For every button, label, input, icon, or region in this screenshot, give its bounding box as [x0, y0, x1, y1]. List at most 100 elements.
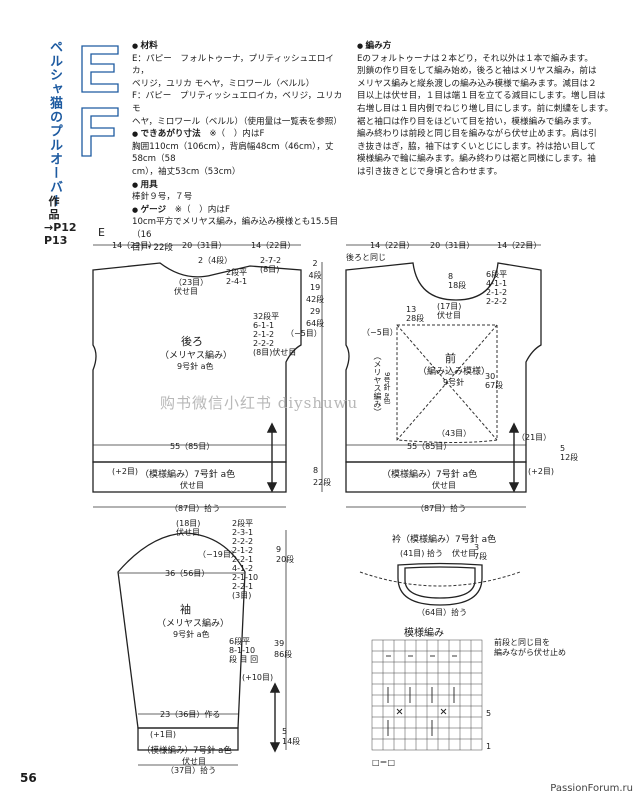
back-hem-bind: 伏せ目: [180, 481, 204, 490]
page-number: 56: [20, 771, 37, 785]
front-piece-outline: [345, 262, 542, 463]
back-title: 後ろ: [181, 335, 203, 348]
materials-line: F：パピー プリティッシュエロイカ，ベリジ，ユリカ モ: [132, 91, 343, 114]
front-inner-rows: 30 67段: [485, 372, 504, 390]
materials-line: E：パピー フォルトゥーナ，プリティッシュエロイカ，: [132, 53, 334, 77]
collar-pickup-bottom: （64目）拾う: [417, 608, 468, 617]
gauge-line: 10cm平方でメリヤス編み，編み込み模様とも15.5目（16: [132, 217, 339, 240]
sleeve-increase: (+1目): [150, 730, 177, 739]
back-right-dims: 2 4段 19 42段 29 64段: [306, 259, 325, 328]
howto-line: メリヤス編みと縦糸渡しの編み込み模様で編みます。減目は２: [357, 78, 597, 89]
front-neck-decrease: 6段平 4-1-1 2-1-2 2-2-2: [486, 270, 508, 306]
front-top-dim-mid: 20（31目）: [430, 241, 475, 250]
front-top-dim-right: 14（22目）: [497, 241, 542, 250]
back-hem: [92, 461, 287, 493]
sleeve-bottom-width: 23（36目）作る: [160, 710, 221, 719]
pattern-row-number-1: 1: [486, 742, 492, 751]
sleeve-hem-bind: 伏せ目: [182, 757, 206, 766]
sleeve-outline: [117, 532, 246, 729]
diagram-section-label: E: [98, 226, 105, 239]
collar-title: 衿（模様編み）7号針 a色: [392, 535, 497, 545]
sleeve-hem: [137, 727, 239, 751]
back-cast-on: （87目）拾う: [170, 504, 221, 513]
collar-neckline: [359, 571, 521, 587]
front-cast-on: （87目）拾う: [416, 504, 467, 513]
front-side-needle: 9号針 a色: [383, 372, 391, 404]
back-neck-decrease: 2段平 2-4-1: [226, 268, 248, 286]
collar-rows: 3 7段: [474, 543, 488, 561]
howto-line: 模様編みで輪に編みます。編み終わりは裾と同様にします。袖: [357, 154, 596, 165]
collar-inner: [404, 566, 476, 599]
sleeve-cap-decrease-total: （−19目）: [198, 550, 239, 559]
watermark-text: 购书微信小红书 diyshuwu: [160, 394, 359, 412]
footer-site: PassionForum.ru: [550, 783, 633, 794]
materials-heading: 材料: [132, 40, 344, 53]
howto-line: 右増し目は１目内側でねじり増し目にします。前に刺繍をします。: [357, 103, 614, 114]
collar-bind: 伏せ目: [452, 549, 476, 558]
front-hem-label: （模様編み）7号針 a色: [382, 470, 478, 480]
howto-line: Eのフォルトゥーナは２本どり，それ以外は１本で編みます。: [357, 53, 594, 64]
howto-heading: 編み方: [357, 40, 625, 53]
size-heading: できあがり寸法: [132, 129, 201, 139]
back-subtitle: （メリヤス編み）: [160, 351, 233, 361]
size-line: cm），袖丈53cm（53cm）: [132, 166, 241, 177]
back-shoulder: 2-7-2 (8目): [260, 256, 282, 274]
front-title: 前: [445, 352, 456, 365]
back-hem-rows: 8 22段: [313, 466, 332, 487]
back-armhole: 32段平 6-1-1 2-1-2 2-2-2 (8目)伏せ目: [253, 312, 297, 357]
back-bottom-width: 55（85目）: [170, 442, 215, 451]
collar-outline: [397, 562, 483, 606]
pattern-row-number-5: 5: [486, 709, 492, 718]
sleeve-side-rows: 39 86段: [274, 639, 293, 659]
pattern-title: 模様編み: [404, 628, 444, 639]
howto-line: 目以上は伏せ目，１目は端１目を立てる減目にします。増し目は: [357, 91, 606, 102]
front-back-same: 後ろと同じ: [346, 253, 386, 262]
collar-pickup-top: (41目) 拾う: [400, 549, 443, 558]
back-neck-rows: 2（4段）: [198, 256, 233, 265]
sleeve-subtitle: （メリヤス編み）: [157, 619, 230, 629]
sleeve-title: 袖: [180, 603, 191, 616]
sleeve-cast-on: （37目）拾う: [166, 766, 217, 775]
tools-heading: 用具: [132, 179, 344, 192]
front-bottom-width: 55（85目）: [407, 442, 452, 451]
front-neck-bind: (17目) 伏せ目: [437, 302, 462, 320]
gauge-line: 目）・22段: [132, 242, 174, 253]
pattern-legend: □＝□: [372, 758, 396, 767]
back-top-dim-left: 14（22目）: [112, 241, 157, 250]
back-armhole-decrease: （−5目）: [286, 329, 322, 338]
front-diagonal-b: [396, 324, 498, 441]
front-needle: 9号針: [443, 378, 465, 387]
size-note: ※（ ）内はF: [209, 129, 265, 140]
howto-line: 別鎖の作り目をして編み始め，後ろと袖はメリヤス編み，前は: [357, 66, 597, 77]
howto-line: 編み終わりは前段と同じ目を編みながら伏せ止めます。肩は引: [357, 129, 597, 140]
pattern-note: 前段と同じ目を 編みながら伏せ止め: [494, 638, 566, 657]
front-increase: (+2目): [528, 467, 555, 476]
front-subtitle: （編み込み模様）: [418, 367, 491, 377]
back-top-dim-mid: 20（31目）: [182, 241, 227, 250]
tools-line: 棒針９号，７号: [132, 192, 193, 203]
front-side-label: （メリヤス編み）: [373, 352, 382, 416]
sleeve-hem-label: （模様編み）7号針 a色: [142, 746, 232, 756]
howto-column: 編み方 Eのフォルトゥーナは２本どり，それ以外は１本で編みます。 別鎖の作り目を…: [357, 40, 625, 179]
front-neck-rows: 8 18段: [448, 272, 467, 290]
back-needle: 9号針 a色: [177, 362, 214, 371]
back-hem-label: （模様編み）7号針 a色: [140, 470, 236, 480]
front-side-increase-rows: 5 12段: [560, 444, 579, 462]
howto-line: 裾と袖口は作り目をほどいて目を拾い，模様編みで編みます。: [357, 116, 597, 127]
sleeve-top-width: 36（56目）: [165, 569, 210, 578]
gauge-note: ※（ ）内はF: [174, 204, 230, 215]
sleeve-increase-total: (+10目): [242, 673, 274, 682]
sleeve-cap-rows: 9 20段: [276, 545, 295, 564]
back-top-dim-right: 14（22目）: [251, 241, 296, 250]
back-increase: (+2目): [112, 467, 139, 476]
materials-line: ベリジ，ユリカ モヘヤ，ミロワール（ベルル）: [132, 78, 315, 89]
front-mid-width: （43目）: [437, 429, 472, 438]
variant-letters: [78, 42, 130, 166]
front-hem-bind: 伏せ目: [432, 481, 456, 490]
howto-line: は引き抜きとじで身頃と合わせます。: [357, 166, 503, 177]
size-line: 胸囲110cm（106cm），背肩幅48cm（46cm），丈58cm（58: [132, 141, 334, 165]
materials-column: 材料 E：パピー フォルトゥーナ，プリティッシュエロイカ， ベリジ，ユリカ モヘ…: [132, 40, 344, 254]
sleeve-cap-bind: (18目) 伏せ目: [176, 519, 201, 537]
howto-line: き抜きはぎ，脇，袖下はすくいとじにします。衿は拾い目して: [357, 141, 596, 152]
